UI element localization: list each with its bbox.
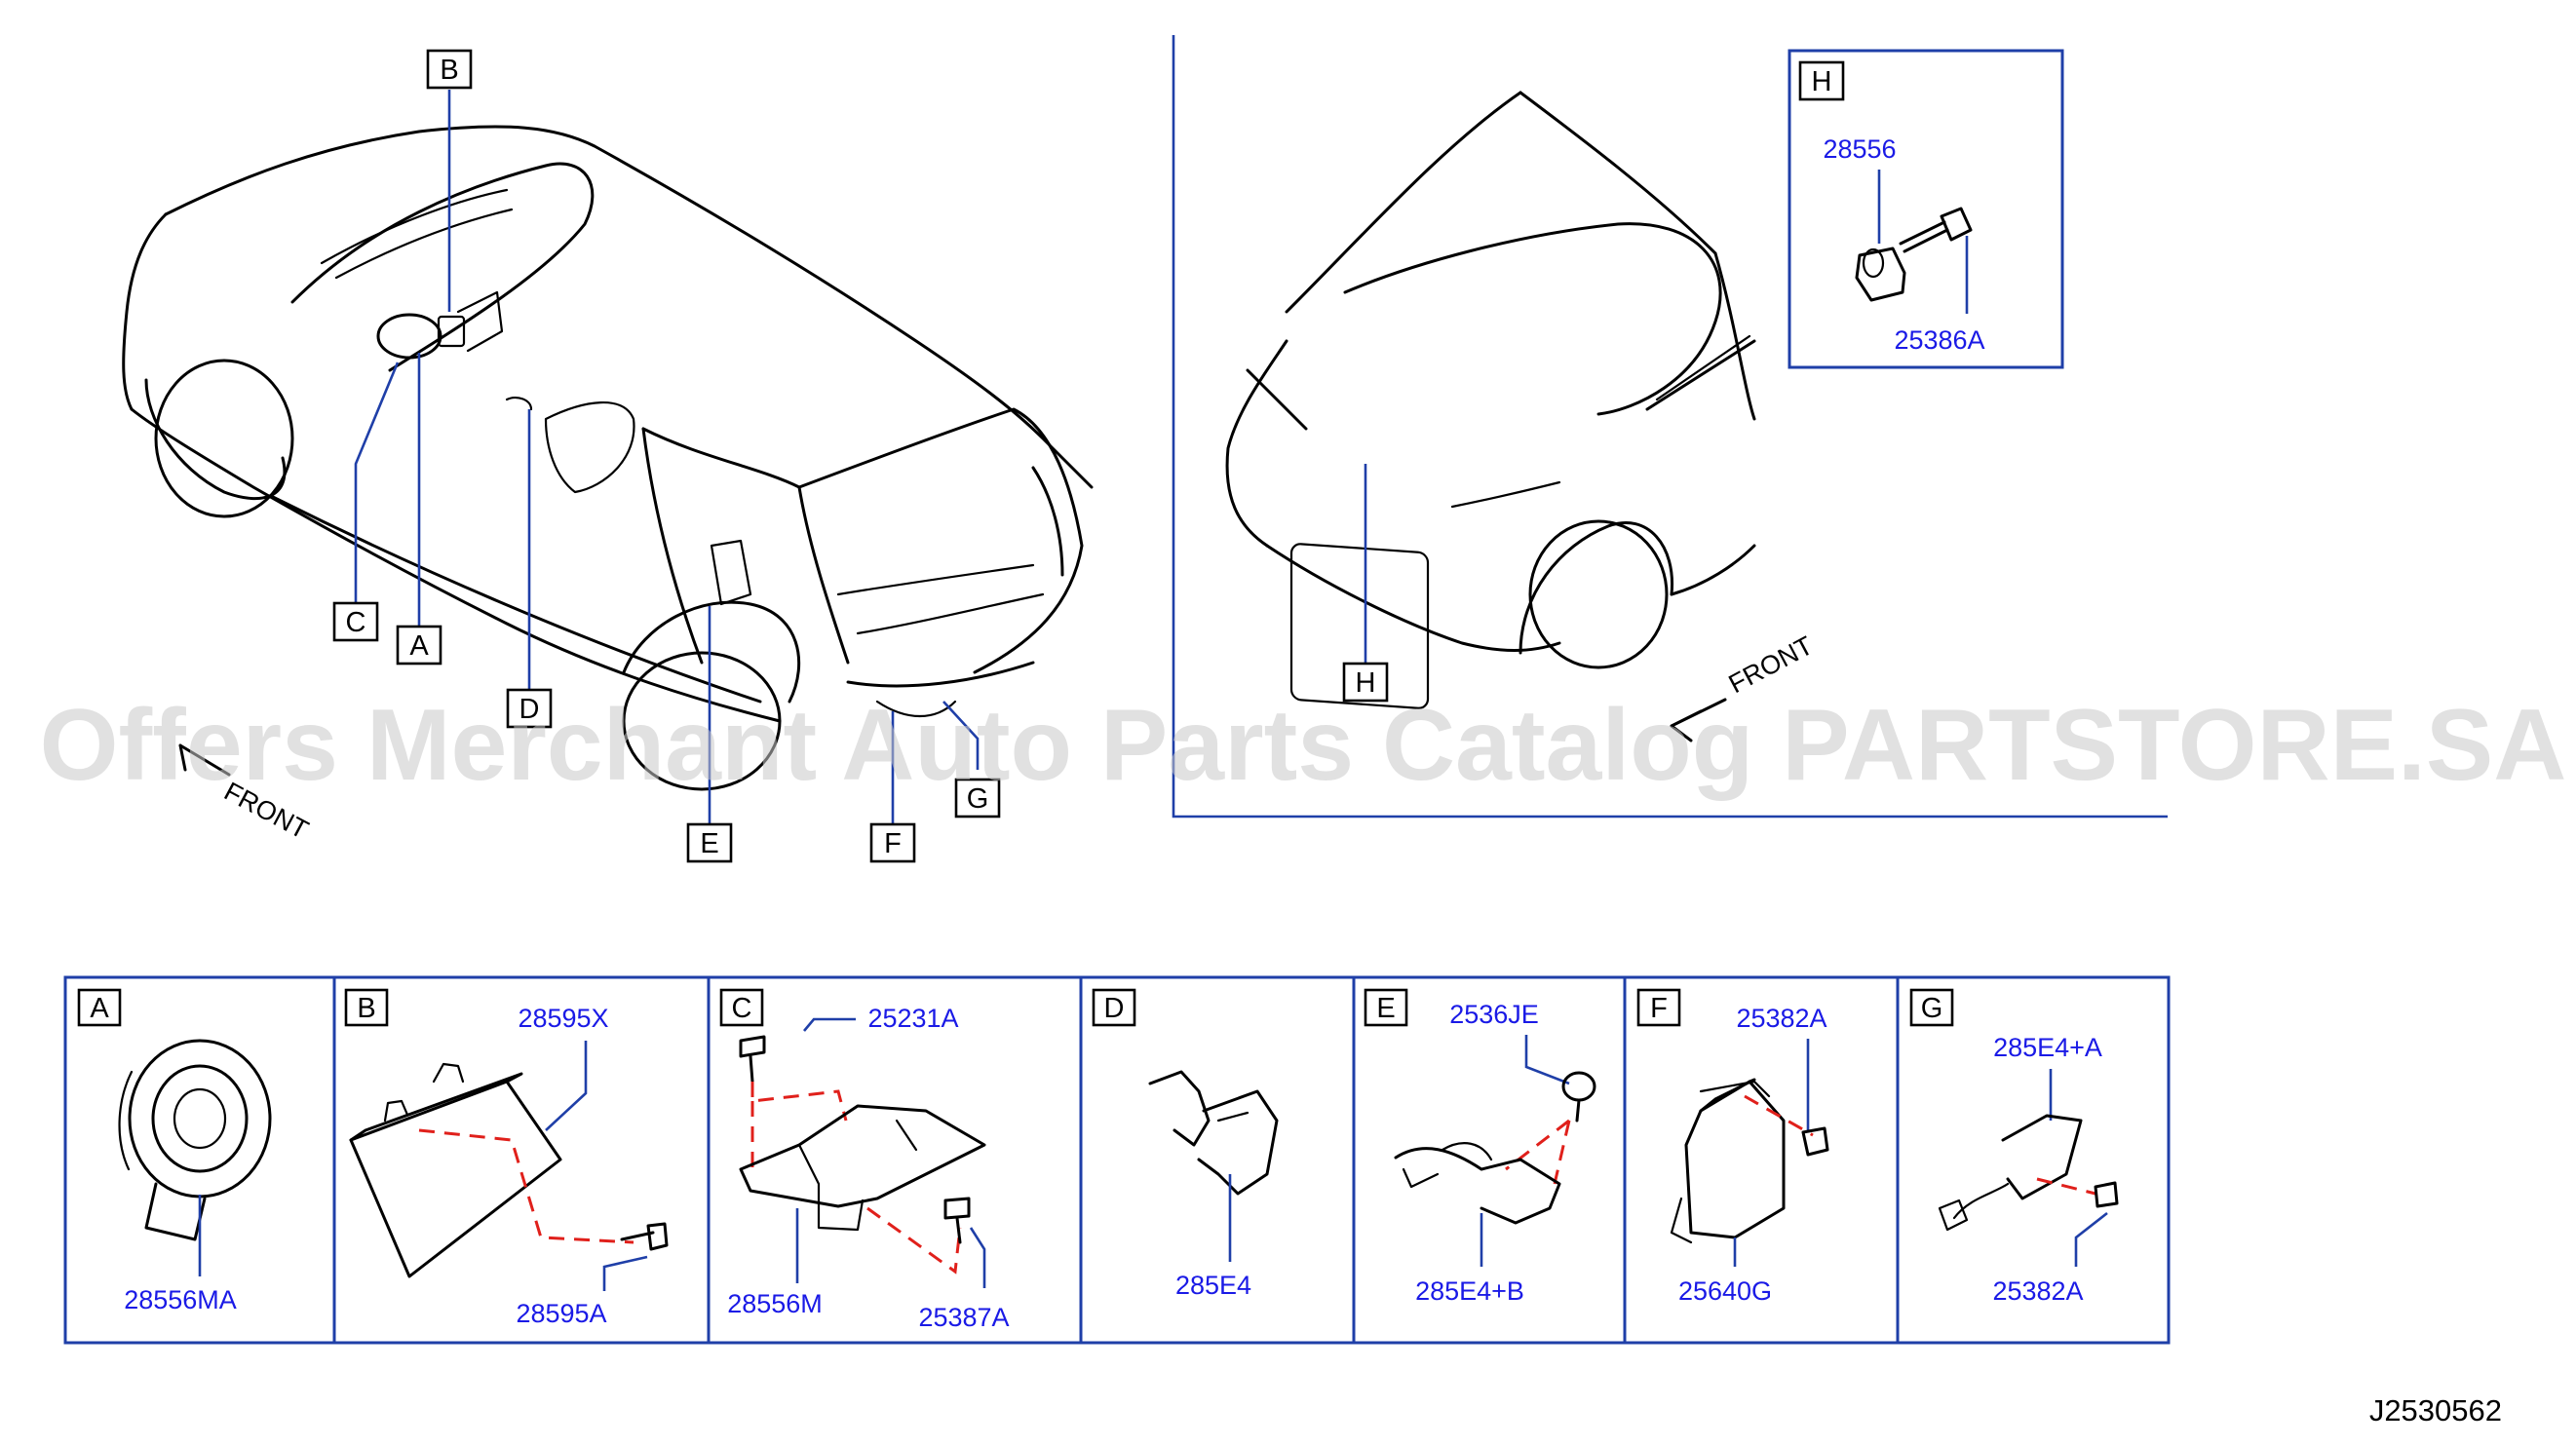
- panel-e-letter: E: [1376, 993, 1395, 1024]
- callout-e-label: E: [700, 828, 718, 859]
- panel-c-letter: C: [732, 993, 752, 1024]
- bolt-25382A-f-graphic: [1801, 1126, 1829, 1157]
- panel-b-letter: B: [357, 993, 375, 1024]
- callout-h-label: H: [1356, 667, 1376, 699]
- right-view-frame: [1172, 35, 2168, 818]
- part-28595X[interactable]: 28595X: [518, 1004, 608, 1033]
- callout-f[interactable]: F: [869, 822, 916, 863]
- callout-d[interactable]: D: [506, 688, 553, 729]
- detail-h-letter: H: [1812, 66, 1832, 97]
- callout-g[interactable]: G: [954, 778, 1001, 818]
- callout-h[interactable]: H: [1342, 662, 1389, 703]
- bolt-25387A-graphic: [943, 1197, 971, 1244]
- callout-b[interactable]: B: [426, 49, 473, 90]
- panel-a-letter: A: [90, 993, 109, 1024]
- part-25386A[interactable]: 25386A: [1894, 325, 1984, 355]
- part-25382A[interactable]: 25382A: [1736, 1004, 1826, 1033]
- diagram-code: J2530562: [2369, 1393, 2502, 1427]
- detail-h-panel: H 28556 25386A: [1788, 49, 2064, 369]
- callout-g-label: G: [967, 783, 989, 815]
- part-28556MA[interactable]: 28556MA: [124, 1285, 237, 1314]
- callout-f-label: F: [884, 828, 902, 859]
- part-28556M[interactable]: 28556M: [727, 1289, 823, 1318]
- panel-d: D 285E4: [1092, 988, 1279, 1300]
- callout-a[interactable]: A: [396, 625, 442, 666]
- sensor-28556-graphic: [1855, 247, 1906, 302]
- part-25640G[interactable]: 25640G: [1678, 1276, 1772, 1306]
- part-28556[interactable]: 28556: [1823, 134, 1896, 164]
- watermark: Offers Merchant Auto Parts Catalog PARTS…: [40, 689, 2567, 802]
- panel-f: F 25382A 25640G: [1636, 988, 1829, 1306]
- part-285E4[interactable]: 285E4: [1175, 1271, 1251, 1300]
- panel-c: C 25231A 28556M 25387A: [719, 988, 1010, 1332]
- panel-d-letter: D: [1104, 993, 1125, 1024]
- callout-a-label: A: [409, 630, 429, 662]
- part-2536JE[interactable]: 2536JE: [1449, 1000, 1539, 1029]
- bolt-25382A-g-graphic: [2094, 1181, 2119, 1208]
- clip-2536JE-graphic: [1561, 1071, 1596, 1123]
- part-28595A[interactable]: 28595A: [516, 1299, 606, 1328]
- panel-b: B 28595X 28595A: [344, 988, 669, 1328]
- bolt-25386A-graphic: [1899, 207, 1973, 253]
- part-25231A[interactable]: 25231A: [867, 1004, 958, 1033]
- vehicle-front-overview: [1225, 91, 1756, 709]
- panel-f-letter: F: [1650, 993, 1668, 1024]
- callout-b-label: B: [440, 55, 458, 86]
- parts-panel-grid: [63, 975, 2171, 1345]
- bracket-28556M-graphic: [739, 1104, 986, 1232]
- vehicle-rear-overview: [122, 125, 1094, 791]
- panel-g: G 285E4+A 25382A: [1909, 988, 2119, 1306]
- panel-a: A 28556MA: [77, 988, 272, 1314]
- panel-e: E 2536JE 285E4+B: [1364, 988, 1596, 1306]
- panel-g-letter: G: [1921, 993, 1943, 1024]
- sensor-285E4A-graphic: [1938, 1114, 2083, 1232]
- callout-d-label: D: [519, 694, 540, 725]
- overview-leaders-left: [354, 90, 980, 824]
- callout-e[interactable]: E: [686, 822, 733, 863]
- sensor-285E4B-graphic: [1394, 1142, 1561, 1225]
- part-25387A[interactable]: 25387A: [918, 1303, 1009, 1332]
- module-25640G-graphic: [1670, 1078, 1786, 1244]
- bolt-25231A-graphic: [739, 1035, 766, 1084]
- callout-c-label: C: [346, 607, 366, 638]
- part-285E4B[interactable]: 285E4+B: [1415, 1276, 1524, 1306]
- spiral-cable-graphic: [118, 1039, 272, 1241]
- bolt-28595A-graphic: [620, 1222, 669, 1251]
- part-285E4A[interactable]: 285E4+A: [1993, 1033, 2102, 1062]
- sensor-285E4-graphic: [1148, 1070, 1279, 1196]
- control-unit-graphic: [349, 1062, 562, 1278]
- part-25382A-g[interactable]: 25382A: [1992, 1276, 2083, 1306]
- callout-c[interactable]: C: [332, 601, 379, 642]
